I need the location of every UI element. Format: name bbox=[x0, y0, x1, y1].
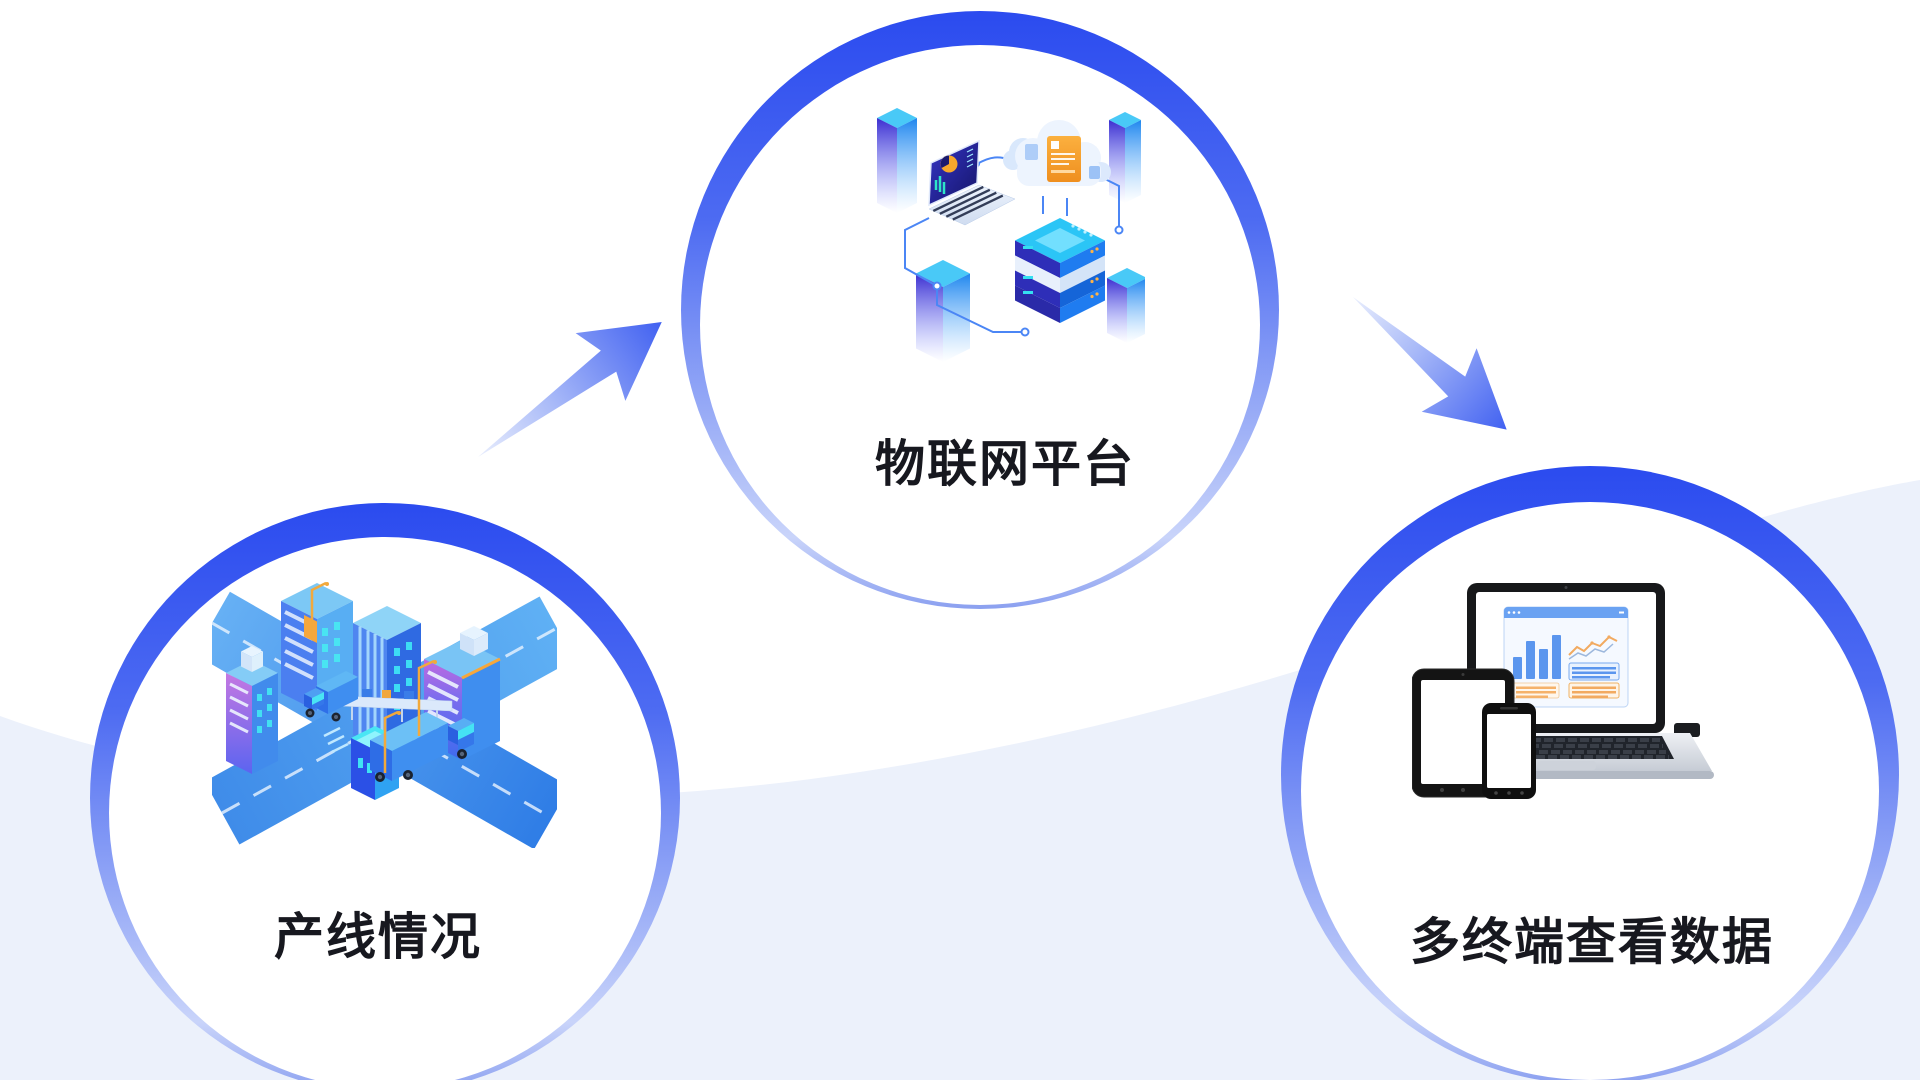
laptop-analytics-icon bbox=[928, 139, 1016, 226]
truck-icon bbox=[370, 712, 474, 782]
node-label-iot-platform: 物联网平台 bbox=[875, 436, 1135, 492]
cloud-icon bbox=[1003, 120, 1111, 186]
truck-icon bbox=[304, 671, 358, 722]
laptop-tablet-phone-illustration bbox=[1412, 583, 1714, 799]
node-label-multi-terminal: 多终端查看数据 bbox=[1410, 914, 1774, 970]
isometric-pillar-icon bbox=[877, 108, 1145, 362]
server-rack-icon bbox=[1015, 218, 1105, 323]
cloud-server-laptop-illustration bbox=[877, 108, 1145, 362]
arrow-production-to-platform-icon bbox=[478, 322, 662, 457]
smart-city-factory-illustration bbox=[212, 581, 557, 848]
dashboard-chart-icon bbox=[1503, 606, 1629, 708]
arrow-platform-to-terminal-icon bbox=[1353, 297, 1507, 430]
speed-lines-icon bbox=[323, 726, 349, 754]
conveyor-icon bbox=[339, 689, 453, 723]
street-lamp-icon bbox=[310, 581, 437, 773]
node-label-production-line: 产线情况 bbox=[274, 909, 482, 965]
laptop-icon bbox=[1418, 583, 1714, 779]
phone-icon bbox=[1482, 703, 1536, 799]
building-icon bbox=[226, 646, 278, 774]
